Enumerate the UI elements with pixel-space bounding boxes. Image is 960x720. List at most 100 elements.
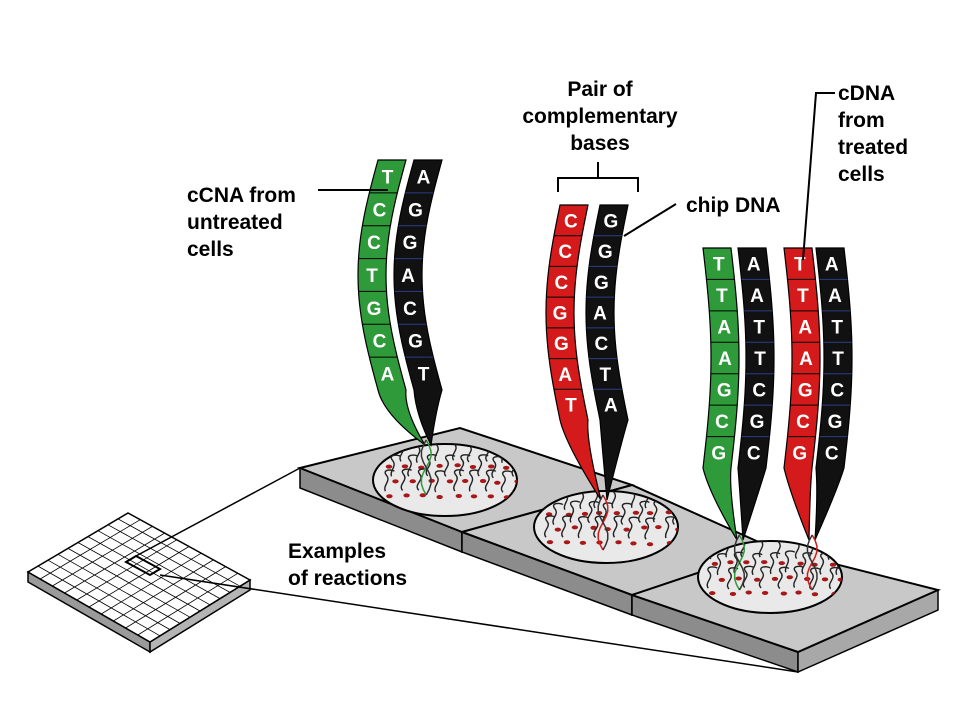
chip-zoom-region: [123, 554, 163, 577]
probe-strand: [726, 567, 739, 590]
probe-strand: [416, 468, 429, 491]
probe-dot: [655, 525, 662, 530]
probe-dot: [409, 479, 416, 484]
probe-dot: [454, 463, 461, 468]
base-letter: T: [565, 396, 577, 417]
base-letter: A: [799, 349, 813, 370]
probe-dot: [419, 493, 427, 498]
probe-dot: [727, 560, 734, 565]
probe-dot: [590, 525, 597, 530]
pair-label-line-2: complementary: [522, 105, 678, 128]
probe-strand: [400, 468, 413, 491]
probe-strand: [664, 516, 676, 539]
treated-label-line-2: from: [838, 109, 885, 132]
probe-dot: [641, 525, 648, 530]
base-letter: C: [825, 443, 839, 464]
probe-strand: [793, 565, 805, 588]
base-letter: G: [553, 304, 568, 325]
probe-dot: [623, 527, 630, 532]
base-letter: T: [366, 266, 378, 287]
probe-dot: [709, 591, 716, 596]
base-letter: A: [381, 365, 395, 386]
probe-dot: [461, 478, 469, 483]
base-letter: C: [564, 211, 578, 232]
base-letter: G: [828, 412, 843, 433]
probe-dot: [385, 464, 393, 469]
base-letter: G: [408, 200, 423, 221]
base-letter: T: [794, 255, 806, 276]
probe-strand: [751, 552, 763, 576]
probe-strand: [491, 455, 503, 479]
base-letter: C: [558, 242, 572, 263]
probe-strand: [500, 470, 513, 493]
probe-dot: [436, 463, 443, 468]
probe-dot: [735, 576, 742, 581]
pair-bracket: [557, 162, 639, 192]
chip-dna-label: chip DNA: [686, 192, 781, 219]
treated-label-line-1: cDNA: [838, 82, 896, 105]
probe-strand: [769, 552, 781, 575]
base-letter: G: [603, 211, 618, 232]
probe-dot: [665, 510, 672, 515]
probe-dot: [487, 494, 495, 499]
probe-strand: [415, 444, 427, 463]
probe-dot: [613, 511, 621, 516]
base-letter: T: [753, 318, 765, 339]
probe-dot: [821, 577, 829, 582]
chip-dna-leader-line: [623, 203, 677, 237]
probe-dot: [403, 493, 410, 498]
probe-strand: [434, 444, 446, 462]
base-letter: G: [554, 334, 569, 355]
probe-strand: [593, 515, 606, 538]
base-letter: G: [594, 273, 609, 294]
strand-body: [357, 159, 426, 446]
treated-leader-line: [802, 92, 835, 261]
base-letter: G: [598, 242, 613, 263]
base-letter: A: [593, 304, 607, 325]
probe-strand: [453, 469, 465, 492]
probe-dot: [729, 591, 737, 596]
pair-label-line-3: bases: [570, 132, 630, 155]
probe-strand: [407, 454, 419, 477]
probe-strand: [587, 500, 600, 524]
complementary-bases-label: Pair of complementary bases: [500, 76, 700, 157]
base-letter: G: [403, 233, 418, 254]
probe-dot: [795, 590, 802, 595]
probe-dot: [392, 479, 399, 484]
probe-strand: [620, 502, 633, 526]
probe-strand: [612, 515, 624, 538]
zoom-line-bottom: [159, 574, 799, 673]
probe-dot: [581, 511, 589, 516]
probe-dot: [797, 561, 804, 566]
base-letter: T: [716, 286, 728, 307]
probe-dot: [546, 540, 554, 545]
base-letter: T: [713, 255, 725, 276]
probe-strand: [561, 515, 573, 538]
probe-strand: [602, 502, 614, 525]
base-letter: A: [718, 349, 732, 370]
probe-dot: [554, 527, 562, 532]
probe-strand: [733, 551, 745, 574]
base-letter: G: [750, 412, 765, 433]
probe-strand: [468, 469, 480, 492]
examples-of-reactions-label: Examples of reactions: [288, 538, 407, 592]
base-letter: A: [401, 266, 415, 287]
base-letter: G: [408, 332, 423, 353]
base-letter: C: [747, 443, 761, 464]
pair-label-line-1: Pair of: [567, 78, 633, 101]
base-letter: G: [711, 443, 726, 464]
probe-strand: [801, 552, 813, 575]
probe-dot: [563, 540, 571, 545]
probe-dot: [646, 511, 654, 516]
probe-strand: [644, 517, 656, 540]
